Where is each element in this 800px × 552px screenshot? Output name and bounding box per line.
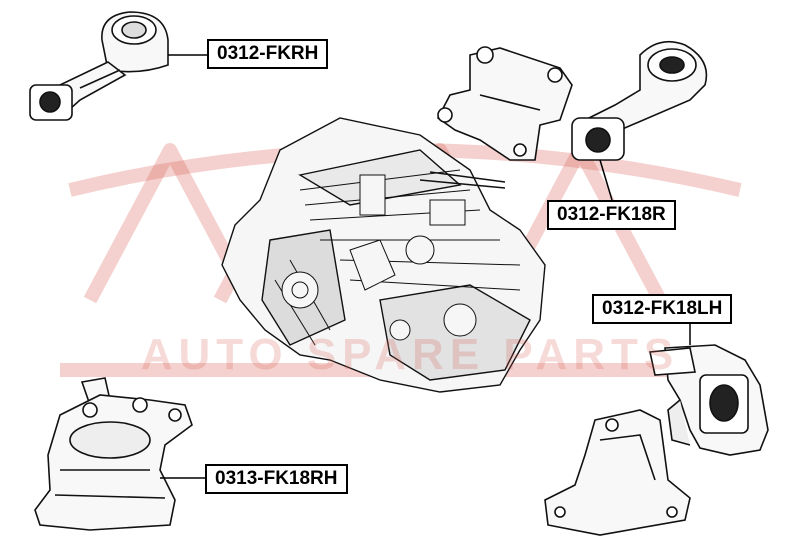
bracket-bottom-right-illustration xyxy=(544,409,691,536)
engine-assembly-illustration xyxy=(221,117,546,393)
leader-line-fk18r xyxy=(599,159,613,201)
part-label-0312-fk18r[interactable]: 0312-FK18R xyxy=(547,200,676,230)
part-label-0312-fk18lh[interactable]: 0312-FK18LH xyxy=(592,294,733,324)
watermark-tagline: AUTO SPARE PARTS xyxy=(140,330,680,379)
bracket-top-illustration xyxy=(436,46,573,161)
part-label-0312-fkrh[interactable]: 0312-FKRH xyxy=(207,39,329,69)
mount-fk18lh-illustration xyxy=(649,344,769,456)
mount-fk18rh-illustration xyxy=(34,377,193,531)
mount-fk18r-illustration xyxy=(571,40,708,161)
part-label-0313-fk18rh[interactable]: 0313-FK18RH xyxy=(205,464,348,494)
mount-fkrh-illustration xyxy=(29,11,169,121)
